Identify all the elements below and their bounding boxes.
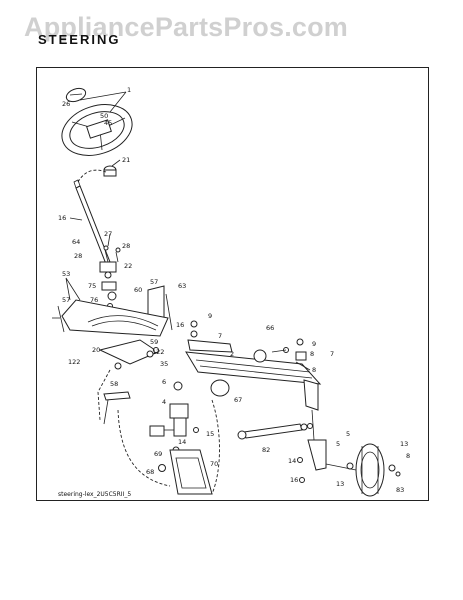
callout-label: 58 [110,380,118,388]
steering-plate [117,399,220,495]
callout-label: 5 [346,430,350,438]
callout-label: 16 [58,214,66,222]
callout-label: 83 [396,486,404,494]
callout-label: 16 [290,476,298,484]
callout-label: 8 [406,452,410,460]
callout-label: 59 [150,338,158,346]
tie-rod [237,423,308,440]
callout-label: 5 [336,440,340,448]
callout-label: 69 [154,450,162,458]
callout-label: 28 [122,242,130,250]
front-axle [185,320,322,397]
callout-label: 122 [68,358,80,366]
callout-label: 53 [62,270,70,278]
callout-label: 16 [176,321,184,329]
callout-label: 67 [234,396,242,404]
callout-label: 6 [162,378,166,386]
callout-label: 50 [100,112,108,120]
callout-label: 20 [92,346,100,354]
callout-label: 76 [90,296,98,304]
steering-bushing [103,165,117,177]
callout-label: 8 [312,366,316,374]
callout-label: 82 [262,446,270,454]
callout-label: 63 [178,282,186,290]
callout-label: 22 [124,262,132,270]
diagram-frame [36,67,429,501]
steering-bracket [52,299,169,337]
callout-label: 7 [330,350,334,358]
callout-label: 21 [122,156,130,164]
callout-label: 7 [218,332,222,340]
callout-label: 4 [162,398,166,406]
callout-label: 8 [310,350,314,358]
pitman-assembly [149,381,199,454]
spindle-right [295,338,327,471]
callout-label: 15 [206,430,214,438]
callout-label: 9 [208,312,212,320]
callout-label: 66 [266,324,274,332]
callout-labels: 1 50 26 45 21 16 27 64 28 22 53 28 57 63… [58,86,410,494]
callout-label: 27 [104,230,112,238]
callout-label: 13 [336,480,344,488]
pivot-washer [253,347,289,363]
page-title: STEERING [38,32,121,47]
drag-link [97,369,131,425]
callout-label: 57 [150,278,158,286]
callout-label: 13 [400,440,408,448]
callout-label: 60 [134,286,142,294]
callout-label: 14 [178,438,186,446]
steering-wheel [61,104,133,156]
callout-label: 9 [312,340,316,348]
callout-label: 75 [88,282,96,290]
callout-label: 35 [160,360,168,368]
callout-label: 64 [72,238,80,246]
callout-label: 1 [127,86,131,94]
callout-label: 28 [74,252,82,260]
callout-label: 70 [210,460,218,468]
hardware-bolts [103,245,305,483]
callout-label: 2 [230,350,234,358]
wheel-cap [65,87,87,103]
callout-label: 45 [104,119,112,127]
diagram-caption: steering-lex_2U5C5RII_5 [58,491,131,498]
leader-lines [65,91,311,371]
callout-label: 68 [146,468,154,476]
front-wheel [325,443,401,497]
callout-label: 26 [62,100,70,108]
callout-label: 57 [62,296,70,304]
callout-label: 122 [152,348,164,356]
watermark: AppliancePartsPros.com [24,12,349,42]
callout-label: 14 [288,457,296,465]
